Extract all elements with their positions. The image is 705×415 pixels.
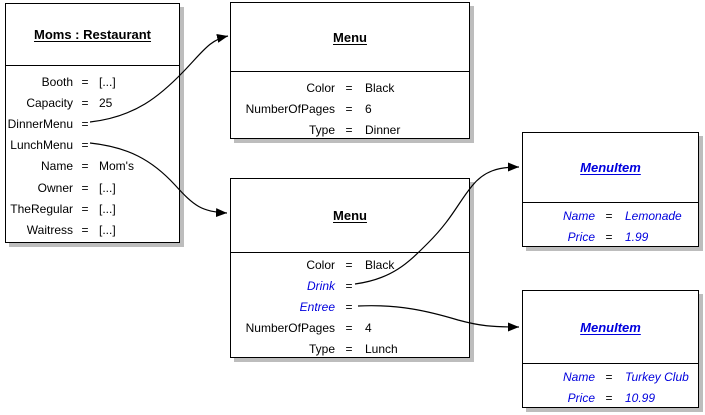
attr-value: Turkey Club (625, 369, 689, 384)
attr-row-theregular: TheRegular = [...] (6, 198, 179, 219)
attr-value: 4 (365, 321, 372, 336)
equals-sign: = (345, 342, 353, 357)
attr-value: 10.99 (625, 390, 656, 405)
equals-sign: = (345, 80, 353, 95)
attribute-compartment: Color = Black Drink = Entree = NumberOfP… (231, 253, 469, 360)
attr-name: Name (40, 159, 73, 174)
attr-value: Mom's (99, 159, 134, 174)
equals-sign: = (81, 116, 89, 131)
attr-row-owner: Owner = [...] (6, 177, 179, 198)
object-box-menuitem-turkey-club: MenuItem Name = Turkey Club Price = 10.9… (522, 290, 699, 408)
attr-value: Dinner (365, 122, 401, 137)
object-title: MenuItem (523, 133, 698, 203)
attr-row-type: Type = Dinner (231, 119, 469, 140)
attr-row-price: Price = 1.99 (523, 227, 698, 249)
equals-sign: = (345, 257, 353, 272)
equals-sign: = (605, 208, 613, 223)
attr-name: LunchMenu (10, 138, 73, 153)
attr-value: [...] (99, 74, 116, 89)
attr-name: Booth (41, 74, 73, 89)
attr-name: NumberOfPages (245, 101, 335, 116)
attr-name: Type (308, 342, 335, 357)
attr-name: Name (562, 208, 595, 223)
equals-sign: = (605, 369, 613, 384)
attr-value: [...] (99, 222, 116, 237)
attr-value: 25 (99, 95, 113, 110)
attribute-compartment: Name = Turkey Club Price = 10.99 (523, 364, 698, 408)
attr-value: Black (365, 80, 395, 95)
object-box-dinner-menu: Menu Color = Black NumberOfPages = 6 Typ… (230, 2, 470, 139)
equals-sign: = (605, 230, 613, 245)
attr-row-numberofpages: NumberOfPages = 6 (231, 98, 469, 119)
attr-row-numberofpages: NumberOfPages = 4 (231, 318, 469, 339)
equals-sign: = (81, 95, 89, 110)
attr-row-type: Type = Lunch (231, 339, 469, 360)
attr-row-booth: Booth = [...] (6, 71, 179, 92)
attr-name: Price (567, 230, 595, 245)
attr-row-name: Name = Mom's (6, 156, 179, 177)
attr-row-name: Name = Lemonade (523, 205, 698, 227)
object-title: MenuItem (523, 291, 698, 364)
attr-value: [...] (99, 201, 116, 216)
attr-row-lunchmenu: LunchMenu = (6, 135, 179, 156)
equals-sign: = (345, 278, 353, 293)
equals-sign: = (81, 222, 89, 237)
object-title: Menu (231, 3, 469, 72)
equals-sign: = (345, 122, 353, 137)
attr-name: Color (306, 80, 335, 95)
equals-sign: = (345, 321, 353, 336)
attr-value: 1.99 (625, 230, 649, 245)
attr-row-price: Price = 10.99 (523, 387, 698, 408)
attr-name: Color (306, 257, 335, 272)
attr-value: Lunch (365, 342, 398, 357)
object-box-menuitem-lemonade: MenuItem Name = Lemonade Price = 1.99 (522, 132, 699, 247)
attr-name: Waitress (26, 222, 73, 237)
attr-row-waitress: Waitress = [...] (6, 219, 179, 240)
attr-name: Name (562, 369, 595, 384)
attr-name: Price (567, 390, 595, 405)
equals-sign: = (345, 101, 353, 116)
equals-sign: = (81, 138, 89, 153)
attribute-compartment: Booth = [...] Capacity = 25 DinnerMenu =… (6, 66, 179, 241)
attr-row-entree: Entree = (231, 296, 469, 317)
equals-sign: = (81, 180, 89, 195)
attr-value: 6 (365, 101, 372, 116)
attr-name: NumberOfPages (245, 321, 335, 336)
object-title: Menu (231, 179, 469, 253)
attr-name: Drink (306, 278, 335, 293)
attr-row-color: Color = Black (231, 77, 469, 98)
equals-sign: = (605, 390, 613, 405)
attribute-compartment: Color = Black NumberOfPages = 6 Type = D… (231, 72, 469, 140)
attr-row-color: Color = Black (231, 254, 469, 275)
attr-name: Type (308, 122, 335, 137)
attr-value: [...] (99, 180, 116, 195)
attr-name: Entree (299, 299, 335, 314)
attr-name: TheRegular (10, 201, 73, 216)
attribute-compartment: Name = Lemonade Price = 1.99 (523, 203, 698, 248)
object-box-restaurant: Moms : Restaurant Booth = [...] Capacity… (5, 3, 180, 243)
attr-row-dinnermenu: DinnerMenu = (6, 113, 179, 134)
attr-name: DinnerMenu (7, 116, 73, 131)
object-title: Moms : Restaurant (6, 4, 179, 66)
object-box-lunch-menu: Menu Color = Black Drink = Entree = Numb… (230, 178, 470, 358)
attr-name: Capacity (26, 95, 73, 110)
equals-sign: = (81, 201, 89, 216)
attr-row-capacity: Capacity = 25 (6, 92, 179, 113)
equals-sign: = (81, 159, 89, 174)
equals-sign: = (81, 74, 89, 89)
attr-value: Black (365, 257, 395, 272)
equals-sign: = (345, 299, 353, 314)
attr-row-drink: Drink = (231, 275, 469, 296)
attr-value: Lemonade (625, 208, 682, 223)
attr-name: Owner (37, 180, 73, 195)
attr-row-name: Name = Turkey Club (523, 366, 698, 387)
